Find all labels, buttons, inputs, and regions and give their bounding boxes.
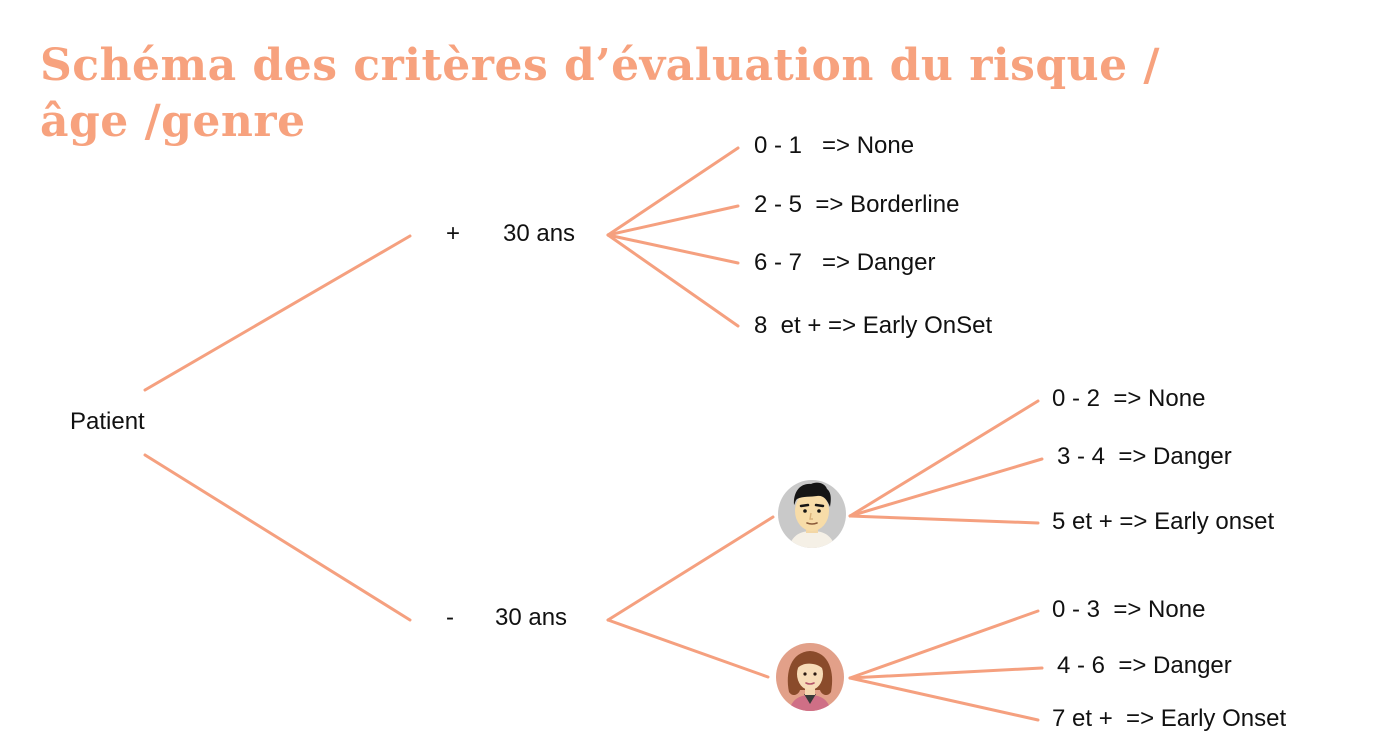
male-outcome-3: 5 et + => Early onset [1052,508,1275,535]
connector-over30-outcome-3 [606,233,740,265]
connector-female-outcome-1 [848,609,1040,680]
connector-under30-male [606,515,775,622]
man-avatar-icon [778,480,846,548]
male-outcome-2: 3 - 4 => Danger [1057,443,1232,470]
page-title: Schéma des critères d’évaluation du risq… [40,40,1161,147]
woman-avatar-icon [776,643,844,711]
connector-over30-outcome-1 [606,146,740,237]
connector-female-outcome-3 [848,676,1040,722]
connector-under30-female [606,618,770,679]
over30-outcome-4: 8 et + => Early OnSet [754,312,993,339]
connector-over30-outcome-2 [606,204,740,237]
branch-over30-sign: + [446,220,461,247]
connector-male-outcome-3 [848,514,1040,525]
connector-male-outcome-2 [848,457,1044,518]
female-outcome-1: 0 - 3 => None [1052,596,1206,623]
over30-outcome-1: 0 - 1 => None [754,132,915,159]
branch-under30-sign: - [446,604,454,631]
root-node-patient: Patient [70,408,145,435]
over30-outcome-2: 2 - 5 => Borderline [754,191,960,218]
branch-under30-label: 30 ans [495,604,568,631]
connector-female-outcome-2 [848,666,1044,680]
male-outcome-1: 0 - 2 => None [1052,385,1206,412]
connector-over30-outcome-4 [606,233,740,328]
branch-over30-label: 30 ans [503,220,576,247]
connector-root-over30 [143,234,412,392]
connector-male-outcome-1 [848,399,1040,518]
connector-root-under30 [143,453,412,622]
over30-outcome-3: 6 - 7 => Danger [754,249,936,276]
female-outcome-3: 7 et + => Early Onset [1052,705,1287,732]
female-outcome-2: 4 - 6 => Danger [1057,652,1232,679]
